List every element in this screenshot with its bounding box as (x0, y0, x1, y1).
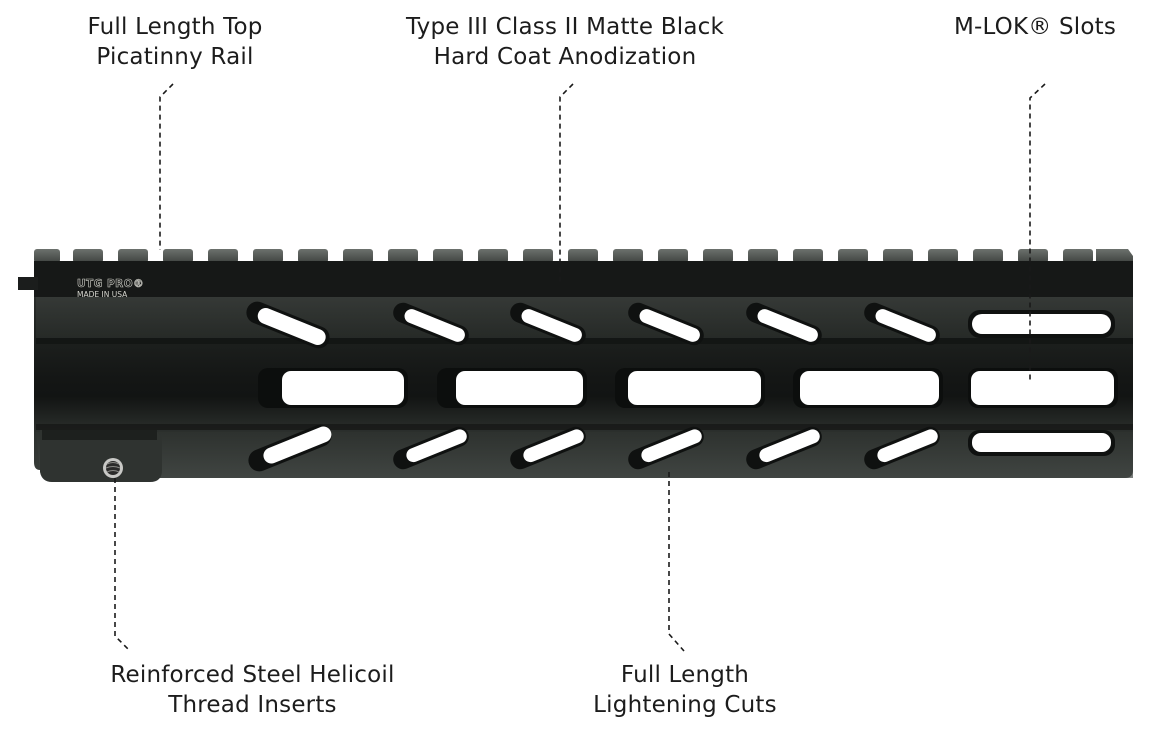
callout-top-rail-line2: Picatinny Rail (96, 44, 254, 70)
callout-lightening-line1: Full Length (620, 662, 750, 688)
callout-finish: Type III Class II Matte Black Hard Coat … (380, 12, 750, 72)
helicoil-insert (103, 458, 123, 478)
callout-helicoil-line1: Reinforced Steel Helicoil (110, 662, 395, 688)
front-tab (18, 277, 38, 290)
leader-top-rail (159, 83, 174, 250)
callout-top-rail-line1: Full Length Top (87, 14, 263, 40)
callout-mlok-line1: M-LOK® Slots (953, 14, 1117, 40)
picatinny-rail-teeth (34, 249, 1133, 263)
lower-lightening-cuts (248, 424, 940, 472)
callout-finish-line1: Type III Class II Matte Black (406, 14, 724, 40)
upper-lightening-cuts (246, 301, 940, 349)
origin-mark: MADE IN USA (77, 290, 128, 299)
leader-finish (559, 83, 574, 283)
leader-lightening (668, 472, 685, 652)
callout-lightening: Full Length Lightening Cuts (575, 660, 795, 720)
leader-helicoil (114, 478, 131, 652)
upper-mlok-slot (968, 310, 1115, 338)
callout-finish-line2: Hard Coat Anodization (433, 44, 697, 70)
lower-mlok-slot (968, 430, 1115, 456)
rail-base (34, 261, 1133, 297)
callout-top-rail: Full Length Top Picatinny Rail (70, 12, 280, 72)
mlok-slots (258, 368, 1118, 408)
callout-lightening-line2: Lightening Cuts (593, 692, 777, 718)
leader-lines (114, 83, 1046, 652)
brand-mark: UTG PRO® (77, 278, 144, 290)
leader-mlok (1029, 83, 1046, 381)
callout-helicoil-line2: Thread Inserts (168, 692, 337, 718)
callout-helicoil: Reinforced Steel Helicoil Thread Inserts (90, 660, 415, 720)
callout-mlok: M-LOK® Slots (935, 12, 1135, 42)
helicoil-boss (40, 430, 162, 482)
